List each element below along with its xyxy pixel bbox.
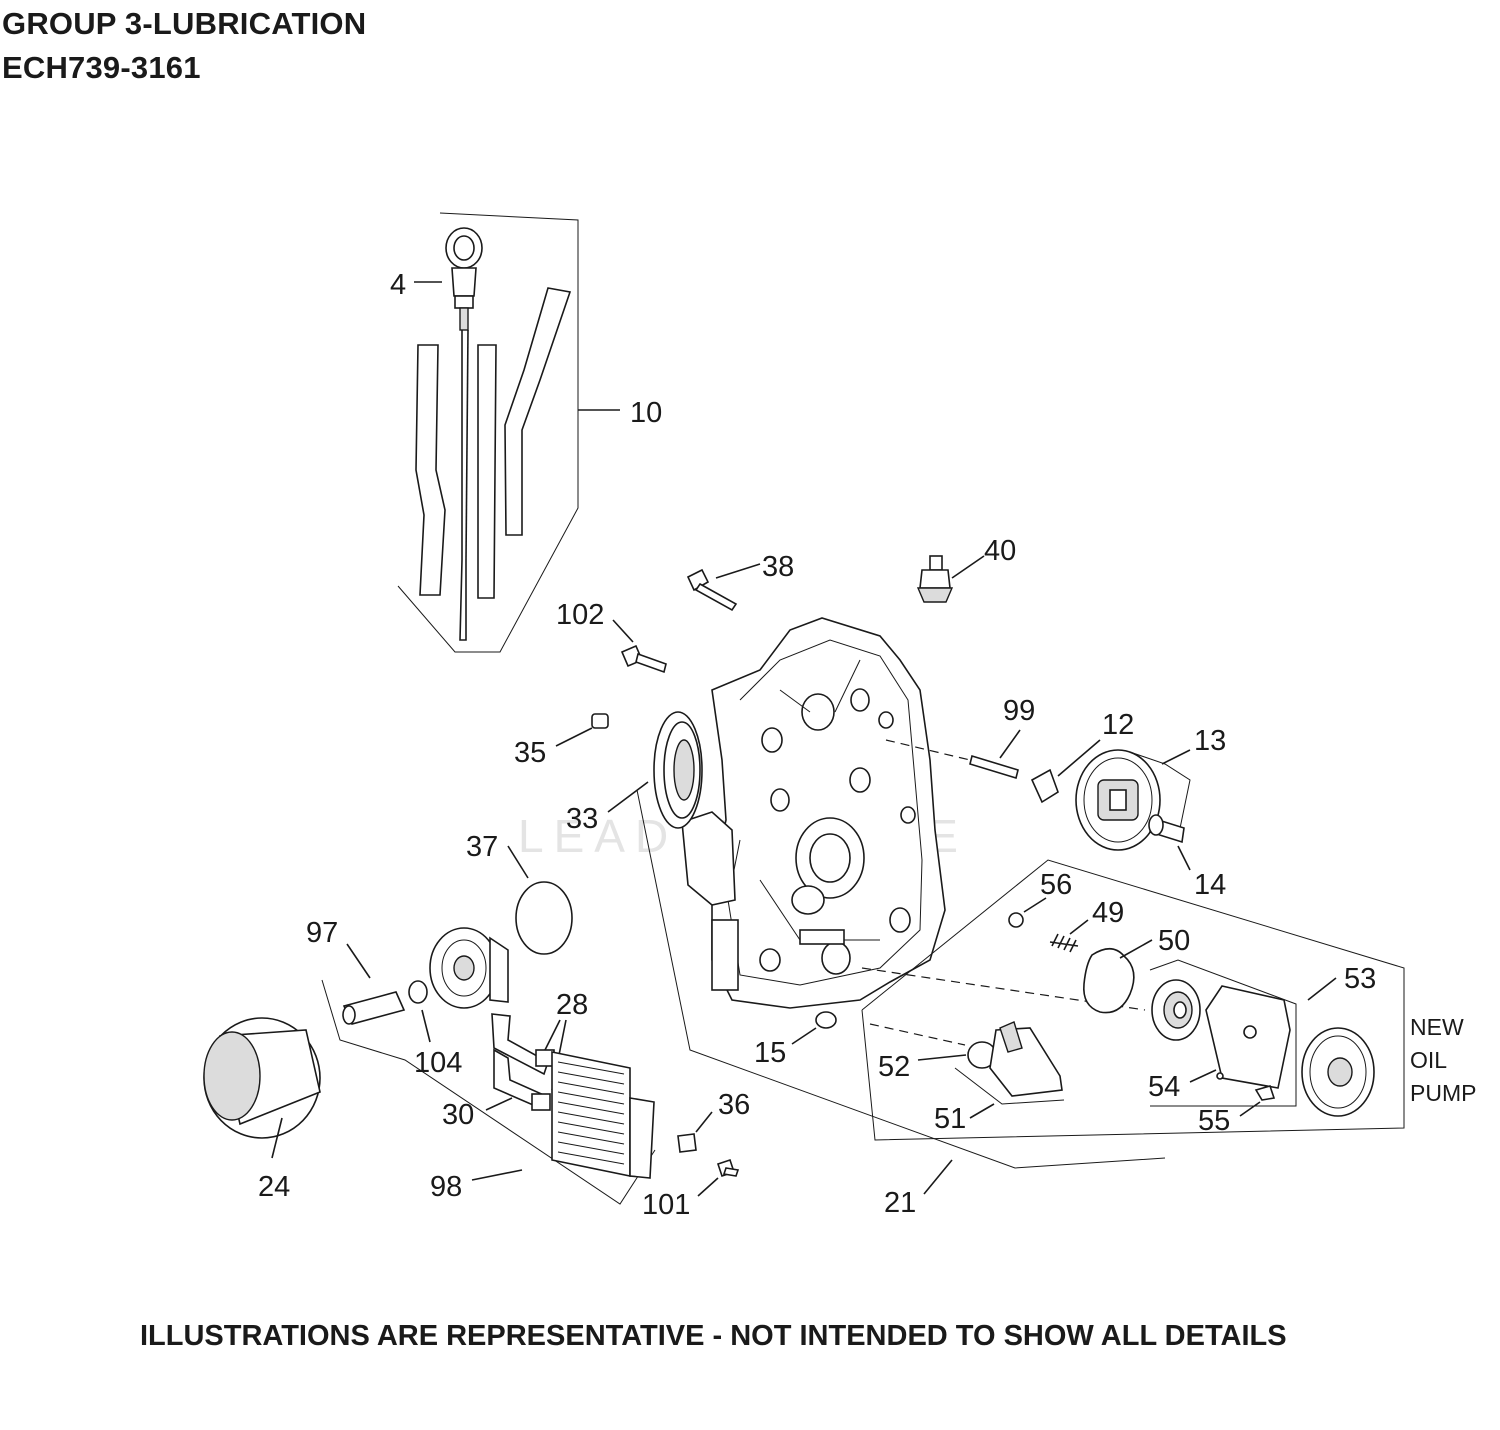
callout-55[interactable]: 55 [1198,1105,1230,1137]
callout-50[interactable]: 50 [1158,925,1190,957]
callout-49[interactable]: 49 [1092,897,1124,929]
callout-4[interactable]: 4 [390,269,406,301]
callout-101[interactable]: 101 [642,1189,690,1221]
leader-52 [917,1054,967,1061]
plug-35 [591,713,609,729]
leader-56 [1023,897,1047,913]
leader-35 [555,727,593,747]
bracket-51 [954,1067,1065,1105]
leader-101 [697,1177,719,1197]
callout-40[interactable]: 40 [984,535,1016,567]
oil-hoses [491,1013,555,1111]
callout-10[interactable]: 10 [630,397,662,429]
pin-99 [969,754,1019,780]
callout-56[interactable]: 56 [1040,869,1072,901]
oil-filter-24 [203,1017,321,1139]
leader-97 [346,943,371,979]
note-line-3: PUMP [1410,1080,1476,1106]
part-number: ECH739-3161 [2,50,201,85]
pressure-sensor-40 [916,555,954,603]
callout-53[interactable]: 53 [1344,963,1376,995]
oring-37 [515,881,573,955]
nipple-97 [342,991,406,1025]
dipstick-tube-group [397,212,579,653]
spring-49 [1049,933,1079,953]
callout-52[interactable]: 52 [878,1051,910,1083]
bracket-13 [1129,751,1191,839]
oil-cooler [551,1051,655,1179]
leader-50 [1119,939,1153,959]
bolt-102 [620,644,667,674]
note-line-2: OIL [1410,1047,1447,1073]
callout-36[interactable]: 36 [718,1089,750,1121]
leader-37 [507,845,529,879]
callout-13[interactable]: 13 [1194,725,1226,757]
bracket-53 [1149,959,1297,1107]
pickup-51 [989,1021,1063,1097]
bracket-21 [636,789,1166,1169]
callout-21[interactable]: 21 [884,1187,916,1219]
leader-55 [1239,1101,1261,1117]
ball-56 [1008,912,1024,928]
gasket-50 [1083,947,1135,1014]
leader-14 [1177,845,1191,871]
callout-99[interactable]: 99 [1003,695,1035,727]
callout-12[interactable]: 12 [1102,709,1134,741]
leader-40 [951,555,985,579]
leader-24 [271,1117,283,1159]
callout-33[interactable]: 33 [566,803,598,835]
leader-36 [695,1111,713,1133]
governor-gear-13 [1075,749,1161,851]
leader-15 [791,1027,817,1045]
washer-12 [1030,768,1059,804]
bolt-38 [686,568,738,612]
leader-102 [612,619,634,643]
oring-104 [408,980,428,1004]
oil-pump-bracket [861,859,1405,1141]
crankcase-cover [681,617,946,1009]
callout-15[interactable]: 15 [754,1037,786,1069]
callout-35[interactable]: 35 [514,737,546,769]
leader-28a [544,1019,561,1051]
disclaimer: ILLUSTRATIONS ARE REPRESENTATIVE - NOT I… [140,1320,1287,1352]
callout-30[interactable]: 30 [442,1099,474,1131]
callout-37[interactable]: 37 [466,831,498,863]
callout-102[interactable]: 102 [556,599,604,631]
leader-98 [471,1169,523,1181]
callout-97[interactable]: 97 [306,917,338,949]
leader-38 [715,563,761,579]
leader-99 [999,729,1021,759]
filter-adapter [429,927,509,1009]
callout-38[interactable]: 38 [762,551,794,583]
leader-13 [1161,749,1191,765]
callout-98[interactable]: 98 [430,1171,462,1203]
callout-54[interactable]: 54 [1148,1071,1180,1103]
leader-30 [485,1097,513,1111]
leader-21 [923,1159,953,1195]
callout-14[interactable]: 14 [1194,869,1226,901]
callout-24[interactable]: 24 [258,1171,290,1203]
oring-15 [815,1011,837,1029]
note-line-1: NEW [1410,1014,1464,1040]
screw-55 [1254,1085,1276,1101]
pump-cover-54 [1205,985,1291,1089]
page-title: GROUP 3-LUBRICATION [2,6,367,41]
leader-51 [969,1103,995,1119]
callout-28[interactable]: 28 [556,989,588,1021]
oil-pump-rotor [1151,979,1201,1041]
bracket-98 [321,979,656,1205]
leader-104 [421,1009,431,1043]
leader-54 [1189,1069,1217,1083]
callout-51[interactable]: 51 [934,1103,966,1135]
leader-33 [607,781,649,813]
nut-36 [677,1133,697,1153]
screw-101 [716,1158,740,1178]
pump-gear-53 [1301,1027,1375,1117]
oil-seal-33 [653,711,703,829]
callout-104[interactable]: 104 [414,1047,462,1079]
leader-53 [1307,977,1337,1001]
leader-12 [1057,739,1101,777]
leader-49 [1069,919,1089,935]
